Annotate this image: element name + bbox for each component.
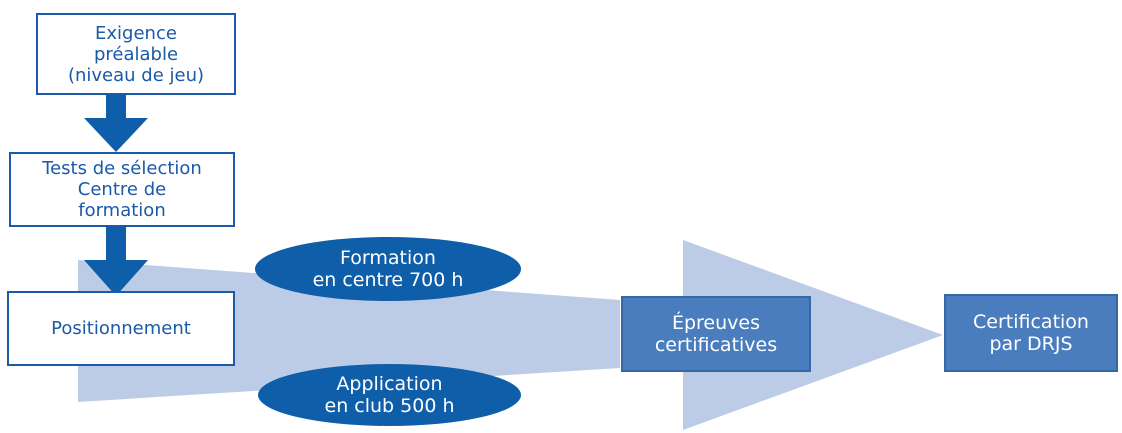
down-arrow-1 xyxy=(84,95,148,152)
flow-arrow-right xyxy=(683,240,943,430)
training-center-ellipse: Formation en centre 700 h xyxy=(255,237,521,301)
step-selection-tests: Tests de sélection Centre de formation xyxy=(9,152,235,227)
down-arrow-2 xyxy=(84,225,148,296)
outcome-certification: Certification par DRJS xyxy=(944,294,1118,372)
step-prerequisite: Exigence préalable (niveau de jeu) xyxy=(36,13,236,95)
training-club-ellipse: Application en club 500 h xyxy=(258,364,521,426)
step-positioning: Positionnement xyxy=(7,291,235,366)
outcome-exams: Épreuves certificatives xyxy=(621,296,811,372)
